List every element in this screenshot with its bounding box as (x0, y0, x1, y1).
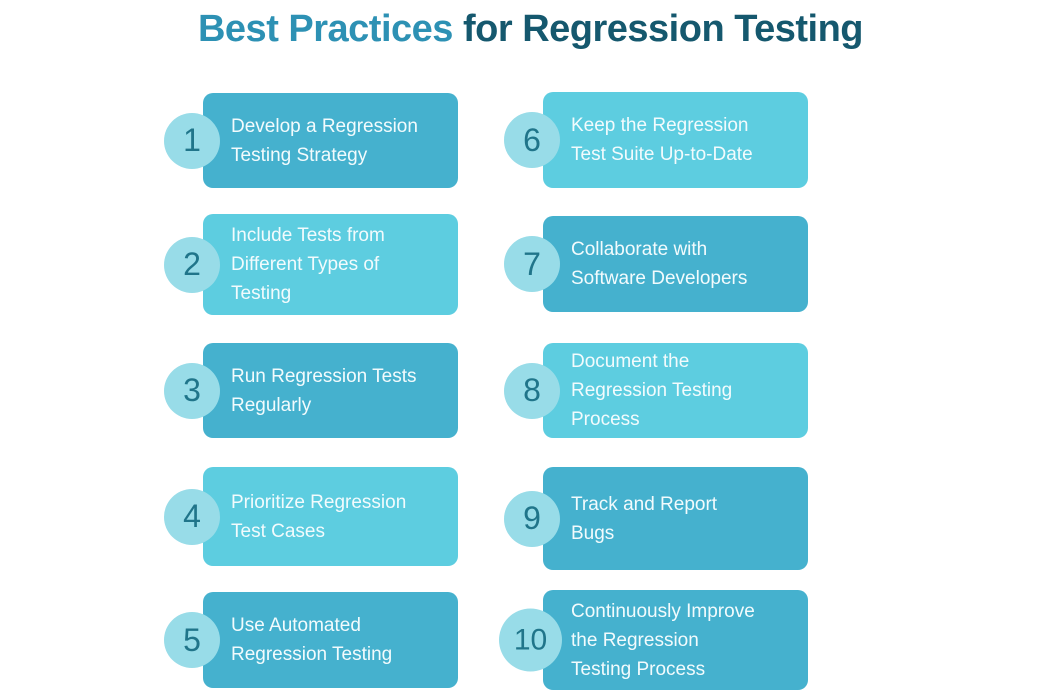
practice-card-2: 2 Include Tests from Different Types of … (164, 214, 458, 315)
number-badge-3: 3 (164, 362, 220, 419)
practice-card-9: 9 Track and Report Bugs (504, 467, 808, 570)
number-badge-8: 8 (504, 362, 560, 419)
number-badge-4: 4 (164, 488, 220, 545)
practice-label-4: Prioritize Regression Test Cases (231, 491, 407, 542)
practice-label-2: Include Tests from Different Types of Te… (231, 225, 385, 304)
number-badge-6: 6 (504, 112, 560, 168)
number-badge-5: 5 (164, 612, 220, 668)
number-badge-9: 9 (504, 490, 560, 547)
practice-label-10: Continuously Improve the Regression Test… (571, 600, 755, 680)
practice-card-7: 7 Collaborate with Software Developers (504, 216, 808, 312)
number-badge-7: 7 (504, 236, 560, 292)
practice-card-3: 3 Run Regression Tests Regularly (164, 343, 458, 438)
number-badge-10: 10 (499, 608, 562, 672)
practice-card-8: 8 Document the Regression Testing Proces… (504, 343, 808, 438)
practice-label-6: Keep the Regression Test Suite Up-to-Dat… (571, 115, 753, 165)
practice-label-8: Document the Regression Testing Process (571, 351, 733, 430)
practice-label-7: Collaborate with Software Developers (571, 239, 748, 289)
page-title: Best Practices for Regression Testing (0, 8, 1061, 51)
number-badge-1: 1 (164, 112, 220, 169)
practice-card-5: 5 Use Automated Regression Testing (164, 592, 458, 688)
practice-label-1: Develop a Regression Testing Strategy (231, 115, 418, 166)
practice-card-6: 6 Keep the Regression Test Suite Up-to-D… (504, 92, 808, 188)
practice-label-5: Use Automated Regression Testing (231, 615, 393, 665)
page-title-accent: Best Practices (197, 8, 453, 50)
practice-card-10: 10 Continuously Improve the Regression T… (499, 590, 808, 690)
practice-card-4: 4 Prioritize Regression Test Cases (164, 467, 458, 566)
practice-card-1: 1 Develop a Regression Testing Strategy (164, 93, 458, 188)
practice-label-9: Track and Report Bugs (571, 493, 718, 544)
page-title-rest: for Regression Testing (452, 8, 864, 50)
number-badge-2: 2 (164, 236, 220, 293)
practice-label-3: Run Regression Tests Regularly (231, 365, 417, 416)
